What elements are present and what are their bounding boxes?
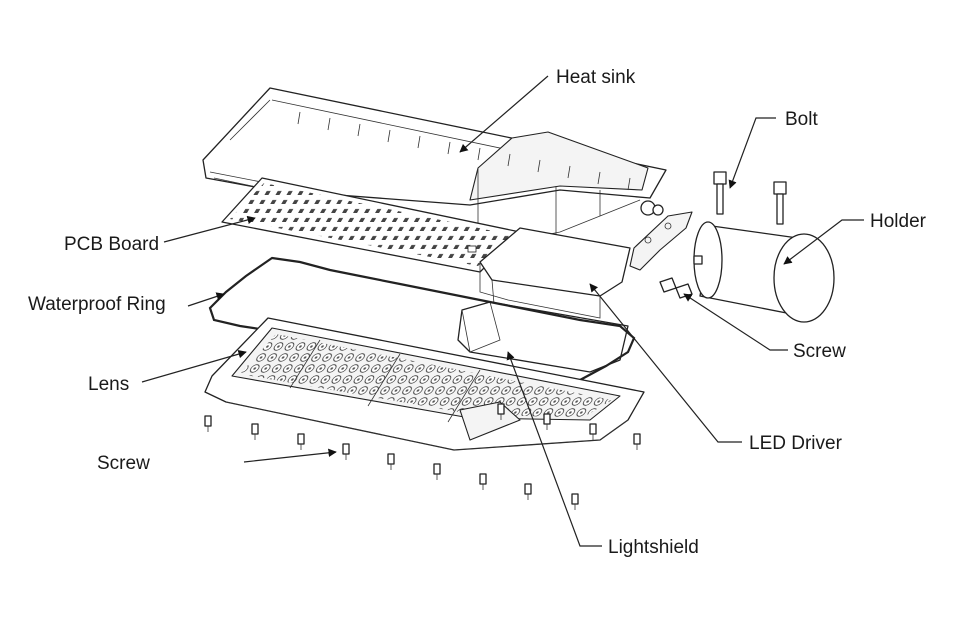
screw [387, 453, 395, 470]
label-heat-sink: Heat sink [556, 67, 636, 88]
labels: Heat sink Bolt Holder PCB Board Waterpro… [28, 67, 927, 558]
holder-screws [659, 277, 693, 299]
screw [524, 483, 532, 500]
screw [251, 423, 259, 440]
label-screw-holder: Screw [793, 341, 846, 362]
screw [571, 493, 579, 510]
lens-part [204, 317, 645, 451]
bolt [713, 171, 727, 215]
label-pcb-board: PCB Board [64, 234, 159, 255]
label-lens: Lens [88, 374, 129, 395]
screw [659, 277, 677, 293]
screw [342, 443, 350, 460]
label-screw-bottom: Screw [97, 453, 150, 474]
label-holder: Holder [870, 211, 927, 232]
leader-lines [141, 75, 864, 547]
screw [675, 283, 693, 299]
label-led-driver: LED Driver [749, 433, 843, 454]
label-waterproof-ring: Waterproof Ring [28, 294, 166, 315]
screw [543, 413, 551, 430]
label-bolt: Bolt [785, 109, 818, 130]
screw [589, 423, 597, 440]
screw [497, 403, 505, 420]
bolt [773, 181, 787, 225]
bolts [713, 171, 787, 225]
screw [433, 463, 441, 480]
screw [633, 433, 641, 450]
screw [297, 433, 305, 450]
screw [479, 473, 487, 490]
holder-part [629, 211, 835, 323]
screw [204, 415, 212, 432]
label-lightshield: Lightshield [608, 537, 699, 558]
bottom-screws [204, 403, 641, 510]
